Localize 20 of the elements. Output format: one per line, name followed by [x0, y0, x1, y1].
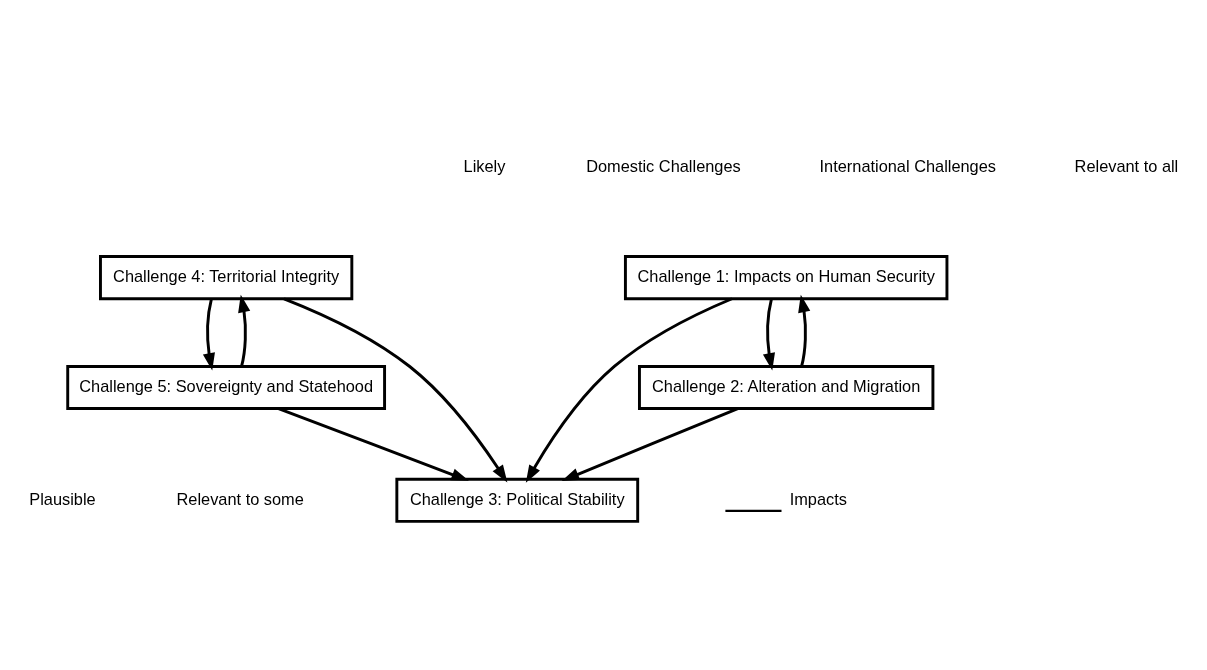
node-box: Challenge 4: Territorial Integrity — [99, 254, 354, 300]
arrow — [561, 406, 739, 481]
arrow — [238, 294, 251, 367]
label: Relevant to some — [176, 489, 304, 508]
arrow — [525, 296, 733, 483]
node-box: Challenge 1: Impacts on Human Security — [623, 254, 949, 300]
node-box: Challenge 5: Sovereignty and Statehood — [66, 364, 387, 410]
node-box: Challenge 2: Alteration and Migration — [638, 364, 935, 410]
node-box: Challenge 3: Political Stability — [395, 477, 640, 523]
legend-label: Impacts — [789, 489, 847, 508]
label: Relevant to all — [1074, 156, 1179, 175]
arrow — [283, 296, 508, 483]
label: International Challenges — [819, 156, 997, 175]
arrow — [202, 298, 215, 371]
label: Domestic Challenges — [586, 156, 741, 175]
label: Likely — [463, 156, 506, 175]
arrow — [278, 406, 469, 481]
arrow — [798, 294, 811, 367]
arrow — [762, 298, 775, 371]
label: Plausible — [29, 489, 96, 508]
